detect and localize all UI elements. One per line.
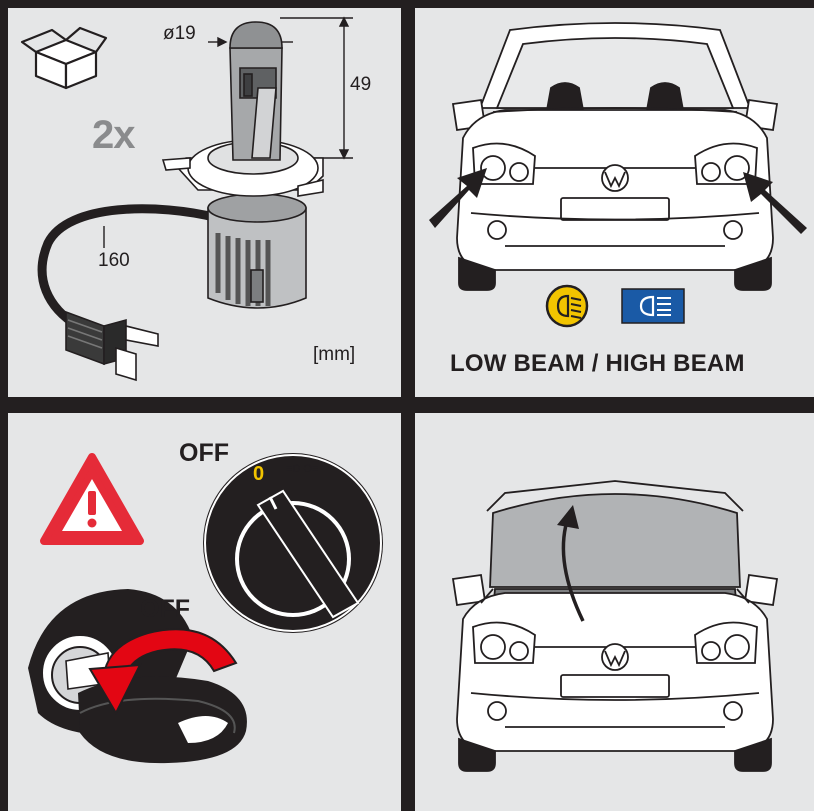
bulb-cooler [207,193,307,309]
low-beam-icon [545,284,589,328]
cable-length-label: 160 [98,250,130,271]
bulb-dimensions-panel: ø19 49 160 2x [mm] [8,8,401,397]
connector-plug [65,310,159,382]
beam-caption: LOW BEAM / HIGH BEAM [450,350,745,377]
height-label: 49 [350,74,372,95]
car-open-hood-drawing [451,480,779,772]
switch-zero-position: 0 [253,463,265,485]
quantity-label: 2x [92,113,135,157]
unit-label: [mm] [313,344,356,365]
open-hood-arrow [557,505,585,622]
car-front [451,22,779,291]
ignition-off-label: OFF [140,595,190,623]
warning-triangle-icon [40,453,144,545]
turn-key-arrow [88,628,238,716]
switch-off-drawing [28,453,383,764]
open-hood-panel [415,413,814,811]
package-box-icon [20,26,108,90]
cable [37,204,223,331]
switch-position-marks: ≡D O≡ [286,463,319,475]
headlight-arrows [429,168,807,234]
bulb-led-shaft [229,21,283,161]
car-front-drawing [429,22,807,328]
bulb-base [161,139,324,197]
light-switch-off-label: OFF [179,439,229,467]
switch-off-panel: OFF OFF 0 ≡D O≡ [8,413,401,811]
high-beam-icon [621,288,685,324]
car-front-open [451,480,779,772]
diameter-label: ø19 [163,23,196,44]
beam-selection-panel: LOW BEAM / HIGH BEAM [415,8,814,397]
bulb-drawing [20,16,353,382]
light-switch-knob [203,453,383,633]
